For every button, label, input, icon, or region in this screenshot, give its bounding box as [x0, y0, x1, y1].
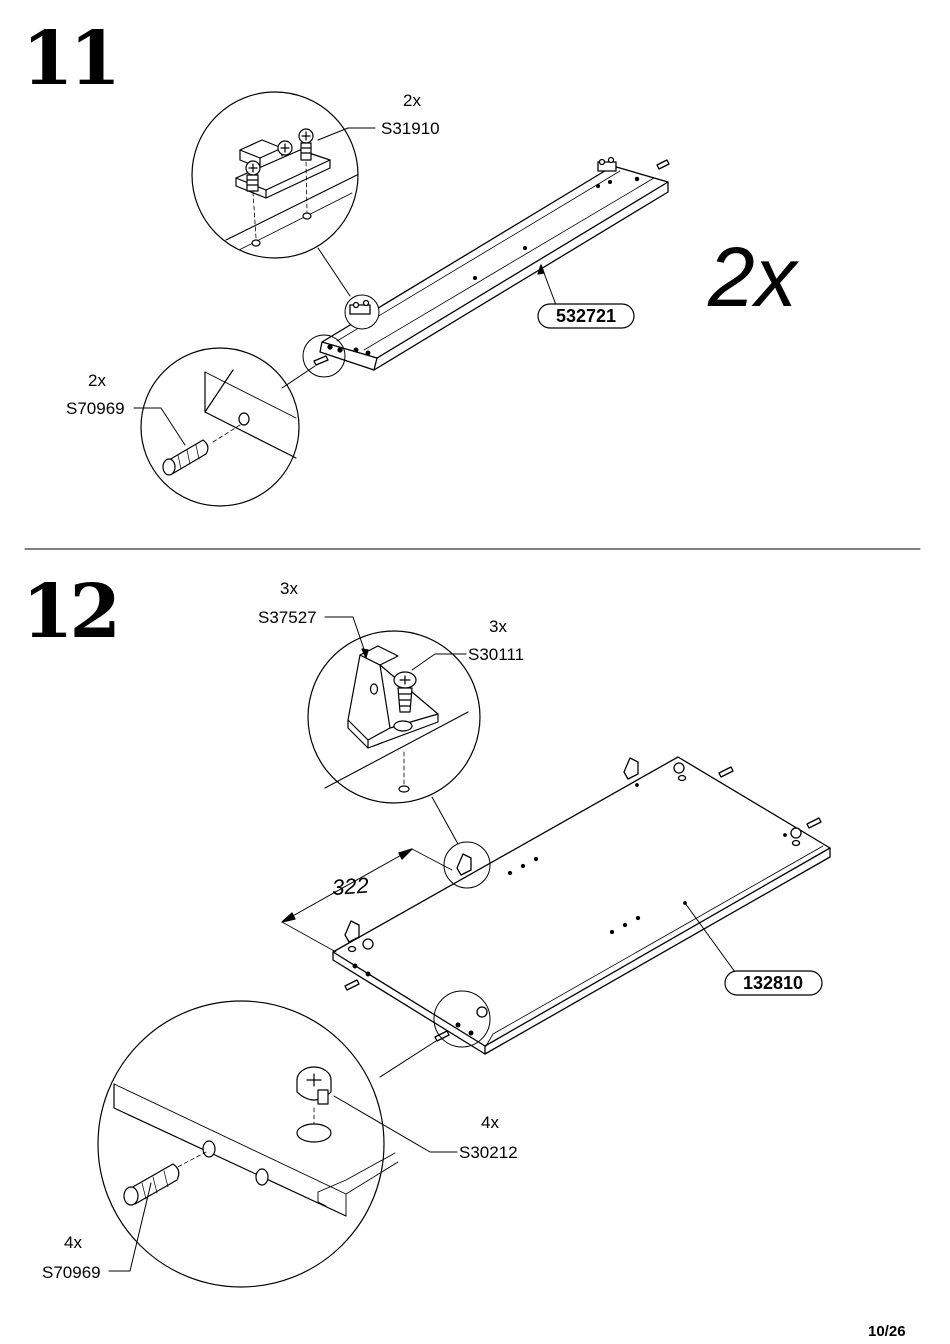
- bracket-icon: [347, 645, 439, 749]
- dowel-icon: [162, 439, 209, 476]
- step-11-hinge-code: S31910: [381, 119, 440, 138]
- step-11-number: 11: [22, 16, 117, 102]
- step-12-screw-qty: 3x: [489, 617, 507, 636]
- panel-132810-drawing: [281, 756, 831, 1055]
- step-12-bracket-qty: 3x: [280, 579, 298, 598]
- screw-icon: [393, 671, 417, 713]
- step-12-dowel-qty: 4x: [64, 1233, 82, 1252]
- step-12-bracket-code: S37527: [258, 608, 317, 627]
- step-11-hinge-qty: 2x: [403, 91, 421, 110]
- part-label-132810: 132810: [724, 970, 823, 996]
- screw-icon: [245, 128, 314, 192]
- dowel-icon: [123, 1163, 180, 1206]
- cam-lock-icon: [296, 1066, 332, 1105]
- dimension-322: 322: [331, 873, 369, 901]
- part-label-532721: 532721: [537, 303, 635, 329]
- bracket-detail-circle: [307, 616, 481, 845]
- svg-text:532721: 532721: [556, 306, 616, 326]
- svg-text:132810: 132810: [743, 973, 803, 993]
- hinge-detail-circle: [191, 91, 376, 297]
- step-12-number: 12: [22, 569, 117, 655]
- step-11-multiplier: 2x: [707, 230, 800, 324]
- step-12-cam-qty: 4x: [481, 1113, 499, 1132]
- dowel-detail-circle: [133, 347, 316, 507]
- board-532721-drawing: [302, 156, 670, 378]
- page-number: 10/26: [868, 1323, 906, 1340]
- step-12-dowel-code: S70969: [42, 1263, 101, 1282]
- step-11-dowel-code: S70969: [66, 399, 125, 418]
- step-12-screw-code: S30111: [468, 645, 524, 664]
- step-12-cam-code: S30212: [459, 1143, 518, 1162]
- cam-dowel-detail-circle: [97, 1000, 458, 1288]
- step-11-dowel-qty: 2x: [88, 371, 106, 390]
